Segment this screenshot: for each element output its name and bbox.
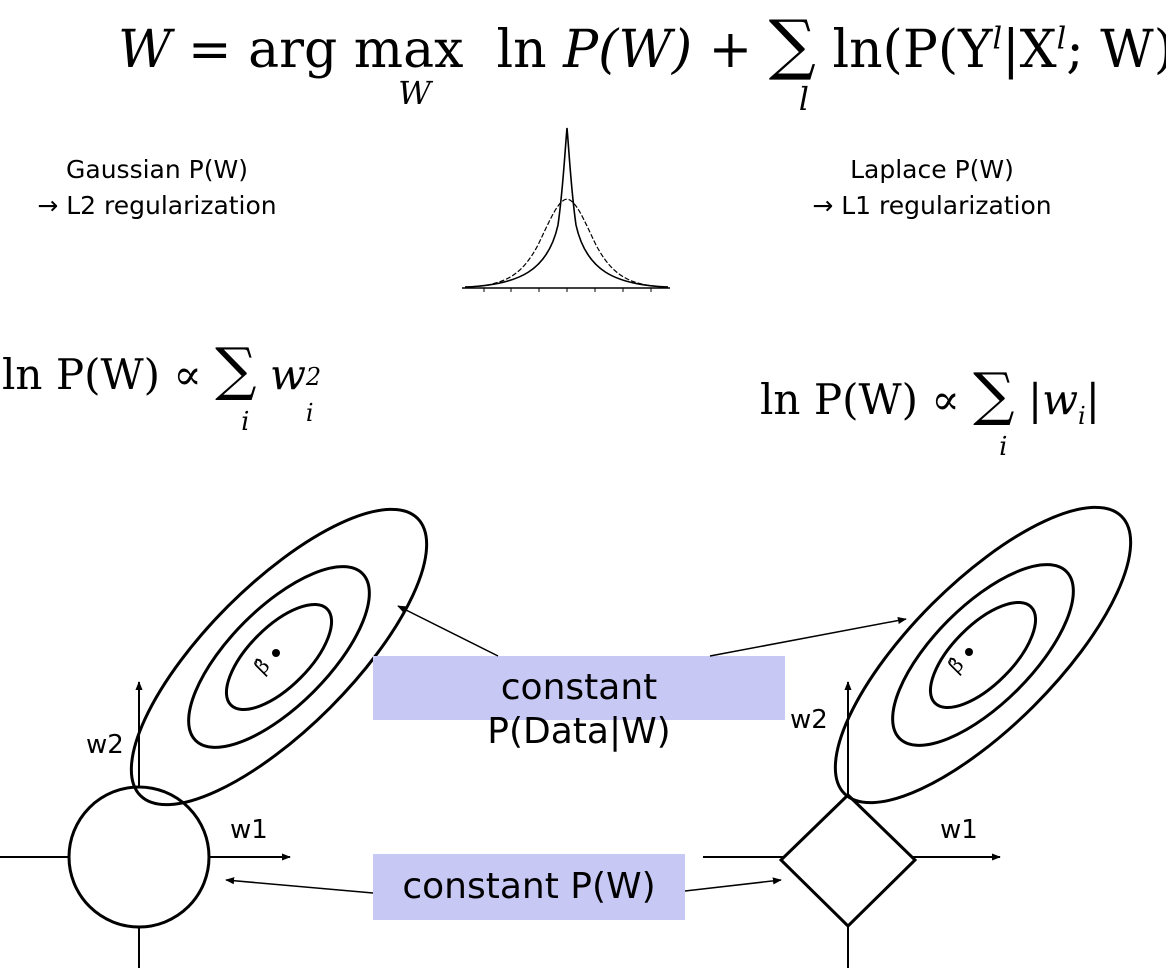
l2-eq-term-sub: i [305, 399, 314, 427]
main-equation: W = arg max W ln P(W) + ∑ l ln(P(Yl|Xl; … [118, 6, 1166, 118]
l2-eq-term-sup: 2 [305, 363, 322, 391]
main-eq-equals: = [187, 20, 232, 80]
main-eq-argmax: arg max [248, 20, 464, 80]
l2-eq-term: w [269, 350, 306, 399]
constant-data-box [373, 656, 785, 720]
l2-eq-sum-sub: i [241, 407, 250, 437]
arrow-to-left-circle [225, 877, 374, 894]
l1-eq-term: |w [1027, 375, 1079, 424]
constant-data-text: constant P(Data|W) [373, 666, 785, 754]
main-eq-plus: + [708, 20, 753, 80]
right-beta-point [965, 648, 973, 656]
constant-prior-text: constant P(W) [402, 866, 656, 907]
laplace-line1: Laplace P(W) [850, 155, 1014, 184]
main-eq-pw: P(W) [563, 20, 693, 80]
density-plot [462, 127, 670, 292]
gaussian-prior-label: Gaussian P(W) → L2 regularization [22, 152, 292, 224]
left-w2-label: w2 [86, 730, 124, 760]
l1-eq-lnp: ln P(W) ∝ [760, 375, 960, 424]
density-ticks [483, 288, 652, 292]
main-eq-sum: ∑ [768, 6, 816, 83]
main-eq-lhs: W [118, 20, 172, 80]
main-eq-tail: ; W) [1066, 20, 1166, 80]
main-eq-bar: |X [1002, 20, 1057, 80]
right-w2-label: w2 [790, 705, 828, 735]
laplace-prior-label: Laplace P(W) → L1 regularization [800, 152, 1064, 224]
l2-constraint-circle [67, 785, 211, 929]
right-diagram [703, 505, 1133, 968]
l1-eq-term-sub: i [1078, 402, 1086, 430]
main-eq-sup1: l [992, 21, 1003, 57]
main-eq-sup2: l [1056, 21, 1067, 57]
main-eq-rest: ln(P(Y [832, 20, 993, 80]
main-eq-ln: ln [496, 20, 547, 80]
left-beta-point [272, 649, 280, 657]
left-w1-label: w1 [230, 815, 268, 845]
main-eq-argmax-sub: W [398, 74, 431, 112]
right-contours [833, 505, 1133, 805]
constant-prior-box [373, 854, 685, 920]
gaussian-line1: Gaussian P(W) [66, 155, 248, 184]
constant-data-line2: P(Data|W) [487, 711, 671, 752]
main-eq-sum-sub: l [798, 80, 810, 118]
right-contour-outer [833, 505, 1133, 805]
l1-equation: ln P(W) ∝ ∑ i |wi| [760, 360, 1100, 462]
l1-eq-sum: ∑ [973, 360, 1015, 428]
main-eq-argmax-group: arg max W [248, 20, 464, 112]
arrow-to-right-diamond [684, 877, 782, 892]
l2-eq-lnp: ln P(W) ∝ [2, 350, 202, 399]
l2-eq-sum: ∑ [215, 335, 257, 403]
main-eq-sum-group: ∑ l [768, 6, 816, 118]
constant-data-line1: constant [500, 667, 658, 708]
arrow-to-right-contour [709, 616, 907, 657]
left-contour-inner [224, 602, 334, 712]
laplace-line2: → L1 regularization [812, 191, 1052, 220]
l1-eq-sum-sub: i [999, 432, 1008, 462]
l2-eq-sum-group: ∑ i [215, 335, 257, 437]
right-w1-label: w1 [940, 815, 978, 845]
gaussian-curve [464, 198, 669, 288]
l1-eq-sum-group: ∑ i [973, 360, 1015, 462]
laplace-curve [464, 127, 669, 288]
left-contour-outer [129, 507, 429, 807]
l1-eq-term-end: | [1085, 375, 1100, 424]
left-contour-mid [187, 565, 371, 749]
right-contour-inner [928, 600, 1038, 710]
gaussian-line2: → L2 regularization [37, 191, 277, 220]
arrow-to-left-contour [397, 605, 499, 657]
l1-constraint-diamond [778, 792, 918, 929]
right-contour-mid [891, 563, 1075, 747]
